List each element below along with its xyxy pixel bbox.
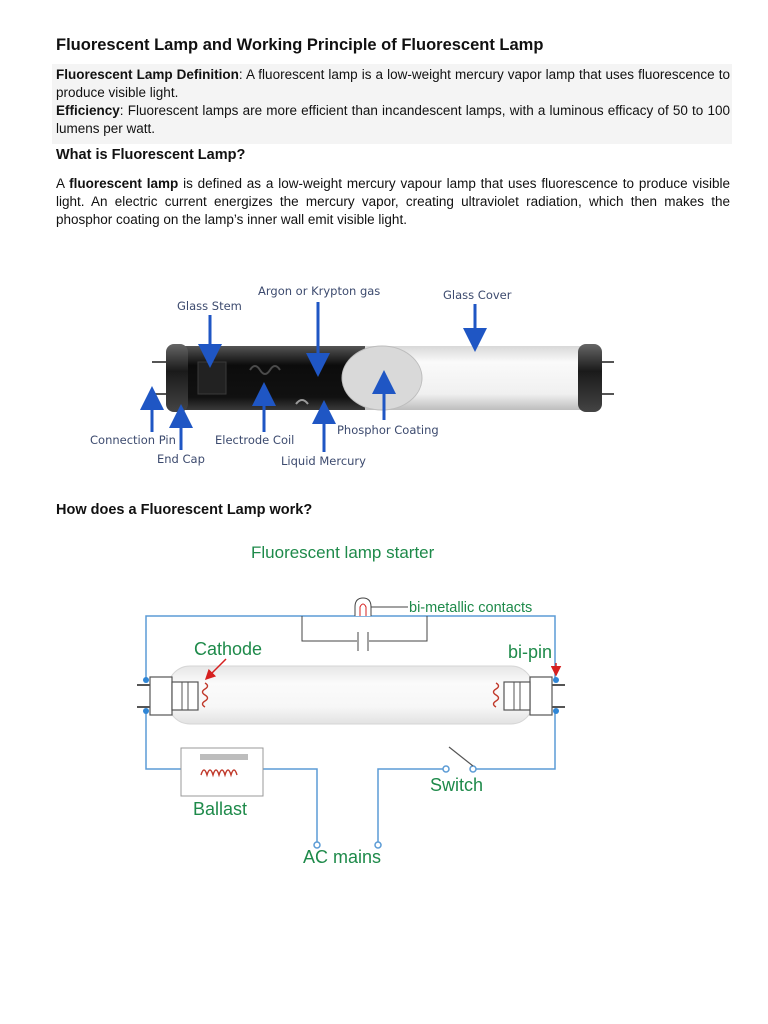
efficiency-paragraph: Efficiency: Fluorescent lamps are more e… (56, 102, 730, 138)
wire-top (145, 615, 556, 680)
phosphor-coating-ellipse (341, 345, 423, 411)
lamp-diagram: Glass Stem Argon or Krypton gas Glass Co… (90, 284, 614, 468)
wire-right-bottom (470, 711, 556, 770)
label-liquid-mercury: Liquid Mercury (281, 454, 366, 468)
wire-switch-mains (377, 768, 443, 842)
definition-paragraph: Fluorescent Lamp Definition: A fluoresce… (56, 66, 730, 102)
section-heading-what-is: What is Fluorescent Lamp? (56, 147, 246, 163)
ballast-core (200, 754, 248, 760)
fluorescent-tube (167, 665, 534, 725)
switch-contact-right (469, 765, 477, 773)
end-cap-right (578, 344, 602, 412)
ac-terminal-left (313, 841, 321, 849)
bimetallic-bulb (354, 597, 372, 616)
switch-lever (448, 746, 474, 767)
para-bold-term: fluorescent lamp (69, 176, 179, 191)
label-switch: Switch (430, 775, 483, 795)
label-phosphor-coating: Phosphor Coating (337, 423, 439, 437)
label-ballast: Ballast (193, 799, 247, 819)
right-bipin-assembly (492, 676, 565, 716)
para-prefix: A (56, 176, 70, 191)
label-bipin: bi-pin (508, 642, 552, 662)
label-electrode-coil: Electrode Coil (215, 433, 294, 447)
label-bimetallic: bi-metallic contacts (409, 600, 532, 616)
circuit-title: Fluorescent lamp starter (251, 543, 435, 562)
liquid-mercury-drop (295, 399, 309, 405)
para-rest: is defined as a low-weight mercury vapou… (56, 176, 730, 227)
label-glass-stem: Glass Stem (177, 299, 242, 313)
page-title: Fluorescent Lamp and Working Principle o… (56, 36, 544, 54)
circuit-diagram: Fluorescent lamp starter bi-metallic con… (137, 543, 565, 867)
definition-term: Fluorescent Lamp Definition (56, 67, 239, 82)
label-end-cap: End Cap (157, 452, 205, 466)
section-heading-how-works: How does a Fluorescent Lamp work? (56, 502, 313, 518)
glass-stem-shape (197, 361, 227, 395)
ballast-coil-icon (200, 769, 238, 778)
end-cap-left (166, 344, 188, 412)
definition-text: : A fluorescent lamp is a low-weight mer… (56, 67, 730, 100)
efficiency-term: Efficiency (56, 103, 120, 118)
starter-wire (301, 616, 357, 642)
label-ac-mains: AC mains (303, 847, 381, 867)
starter-wire-right (369, 616, 428, 642)
what-is-paragraph: A fluorescent lamp is defined as a low-w… (56, 175, 730, 229)
left-bipin-assembly (137, 676, 209, 716)
label-cathode: Cathode (194, 639, 262, 659)
label-glass-cover: Glass Cover (443, 288, 512, 302)
switch-contact-left (442, 765, 450, 773)
bimetallic-strip (359, 603, 367, 616)
electrode-coil-shape (249, 365, 281, 375)
summary-box: Fluorescent Lamp Definition: A fluoresce… (52, 64, 732, 144)
label-argon-gas: Argon or Krypton gas (258, 284, 380, 298)
ac-terminal-right (374, 841, 382, 849)
cathode-pointer (204, 658, 227, 681)
label-connection-pin: Connection Pin (90, 433, 176, 447)
efficiency-text: : Fluorescent lamps are more efficient t… (56, 103, 730, 136)
